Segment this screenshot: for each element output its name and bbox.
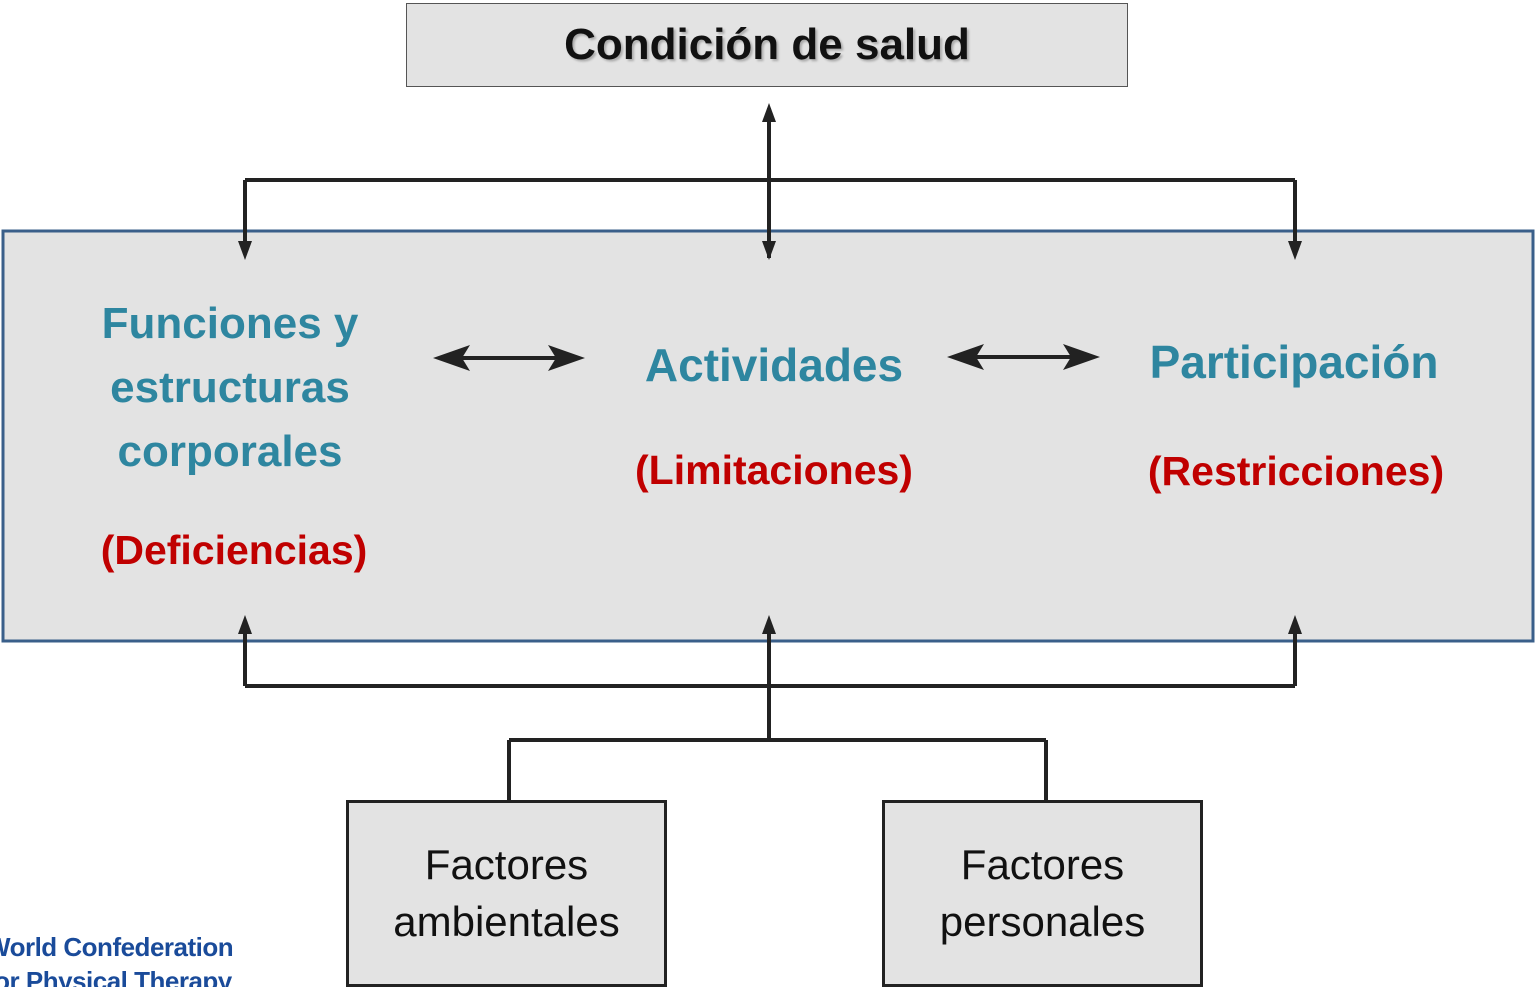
environmental-factors-line2: ambientales (393, 897, 620, 945)
activities-heading: Actividades (644, 339, 904, 391)
personal-factors-line2: personales (939, 897, 1146, 945)
personal-factors-box: Factores personales (882, 800, 1203, 987)
bottom-connectors (243, 625, 1297, 800)
logo-line2: for Physical Therapy (0, 966, 232, 987)
environmental-factors-line1: Factores (424, 840, 589, 888)
body-functions-heading: Funciones y estructuras corporales (40, 292, 420, 484)
logo-line1: World Confederation (0, 932, 234, 962)
participation-heading: Participación (1149, 336, 1439, 388)
wcpt-logo: World Confederation for Physical Therapy (0, 928, 240, 987)
top-arrowheads (238, 103, 1302, 260)
environmental-factors-box: Factores ambientales (346, 800, 667, 987)
body-functions-line1: Funciones y (101, 299, 359, 348)
health-condition-label: Condición de salud (564, 20, 970, 69)
body-functions-line2: estructuras (110, 363, 350, 412)
double-arrow-left (433, 345, 585, 371)
top-connectors (243, 108, 1297, 258)
impairments-label: (Deficiencias) (100, 527, 368, 573)
personal-factors-line1: Factores (960, 840, 1125, 888)
components-panel (1, 229, 1535, 643)
bottom-arrowheads (238, 615, 1302, 634)
health-condition-box: Condición de salud (406, 3, 1128, 87)
restrictions-label: (Restricciones) (1147, 448, 1445, 494)
body-functions-line3: corporales (117, 427, 343, 476)
limitations-label: (Limitaciones) (635, 447, 913, 493)
double-arrow-right (947, 344, 1100, 370)
